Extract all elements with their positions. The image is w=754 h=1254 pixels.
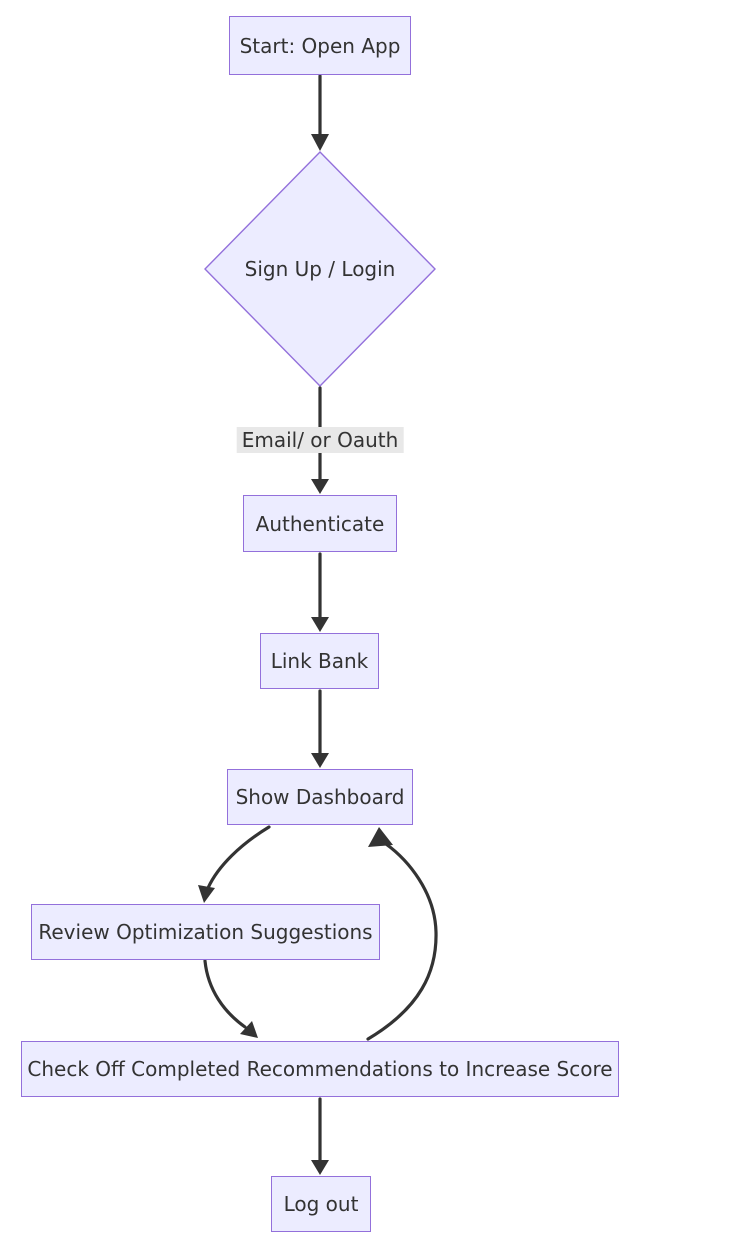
arrowhead [311, 479, 329, 494]
node-authenticate: Authenticate [243, 495, 397, 552]
edge-start-to-signup [311, 74, 329, 151]
arrowhead [311, 753, 329, 768]
edge-dashboard-to-review [198, 825, 271, 903]
arrowhead [311, 617, 329, 632]
node-start-open-app: Start: Open App [229, 16, 411, 75]
arrowhead [368, 827, 393, 847]
node-review-optimization-suggestions: Review Optimization Suggestions [31, 904, 380, 960]
node-show-dashboard: Show Dashboard [227, 769, 413, 825]
edge-label-email-or-oauth: Email/ or Oauth [236, 427, 404, 453]
decision-diamond-shape [204, 151, 436, 387]
edge-auth-to-linkbank [311, 552, 329, 632]
node-log-out: Log out [271, 1176, 371, 1232]
edge-checkoff-to-dashboard [366, 827, 438, 1041]
arrowhead [240, 1021, 258, 1038]
node-check-off-completed-recommendations: Check Off Completed Recommendations to I… [21, 1041, 619, 1097]
arrowhead [311, 134, 329, 151]
edge-linkbank-to-dashboard [311, 689, 329, 768]
arrowhead [198, 885, 215, 903]
edge-line [203, 959, 247, 1029]
edge-line [366, 842, 438, 1041]
edge-line [206, 825, 271, 890]
edge-review-to-checkoff [203, 959, 258, 1038]
node-sign-up-login-label: Sign Up / Login [244, 257, 396, 281]
arrowhead [311, 1160, 329, 1175]
node-link-bank: Link Bank [260, 633, 379, 689]
edge-checkoff-to-logout [311, 1097, 329, 1175]
